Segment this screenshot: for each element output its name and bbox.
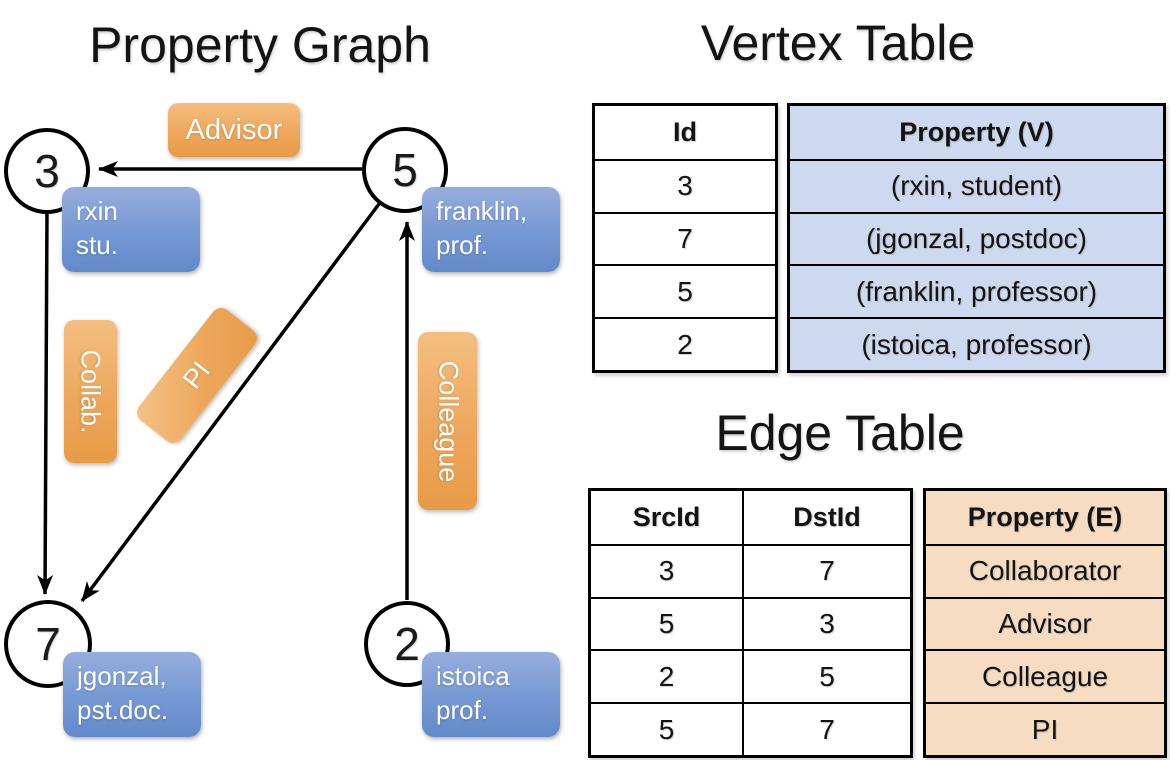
- edge-table-property-cell: Colleague: [926, 649, 1164, 702]
- edge-line-collab-3-to-7: [37, 211, 54, 595]
- edge-table-dst-cell: 7: [742, 702, 910, 755]
- vertex-property-line: prof.: [436, 695, 489, 725]
- vertex-circle-5: 5: [362, 127, 448, 213]
- vertex-table-property-column: Property (V) (rxin, student) (jgonzal, p…: [787, 103, 1166, 373]
- vertex-table-id-column: Id 3 7 5 2: [592, 103, 778, 373]
- vertex-property-line: prof.: [436, 230, 489, 260]
- vertex-table-property-cell: (jgonzal, postdoc): [790, 211, 1163, 265]
- edge-table-dst-cell: 7: [742, 543, 910, 597]
- edge-label-text: Colleague: [433, 360, 463, 482]
- property-graph-title: Property Graph: [89, 17, 431, 73]
- edge-label-text: Advisor: [185, 113, 283, 146]
- vertex-table-title: Vertex Table: [700, 15, 976, 71]
- vertex-property-box-jgonzal: jgonzal, pst.doc.: [63, 652, 201, 737]
- edge-label-text: PI: [176, 355, 217, 395]
- vertex-property-line: rxin: [76, 196, 118, 226]
- vertex-id-label: 5: [392, 144, 418, 196]
- vertex-table-property-cell: (istoica, professor): [790, 317, 1163, 370]
- vertex-table-id-cell: 5: [595, 264, 775, 317]
- vertex-id-label: 2: [394, 618, 420, 670]
- vertex-id-label: 7: [35, 618, 61, 670]
- edge-table-id-columns: SrcId DstId 3 7 5 3 2 5 5 7: [588, 488, 913, 758]
- vertex-table-property-header: Property (V): [899, 116, 1054, 147]
- edge-label-collab: Collab.: [64, 320, 117, 463]
- edge-table-dst-cell: 5: [742, 649, 910, 703]
- vertex-property-box-franklin: franklin, prof.: [422, 187, 560, 272]
- edge-table-src-cell: 3: [591, 543, 742, 597]
- vertex-property-box-istoica: istoica prof.: [422, 652, 560, 737]
- edge-label-pi: PI: [133, 304, 261, 447]
- vertex-property-line: istoica: [436, 661, 510, 691]
- edge-table-property-column: Property (E) Collaborator Advisor Collea…: [923, 488, 1167, 758]
- edge-table-src-cell: 5: [591, 596, 742, 650]
- edge-table-src-header: SrcId: [632, 501, 701, 532]
- vertex-property-box-rxin: rxin stu.: [62, 187, 200, 272]
- edge-label-text: Collab.: [76, 349, 107, 434]
- edge-table-dst-header: DstId: [742, 491, 910, 544]
- edge-table-dst-cell: 3: [742, 596, 910, 650]
- vertex-property-line: stu.: [76, 230, 118, 260]
- edge-table-src-cell: 5: [591, 702, 742, 755]
- vertex-table-id-header: Id: [673, 116, 697, 147]
- vertex-id-label: 3: [34, 145, 60, 197]
- edge-table-property-cell: Advisor: [926, 596, 1164, 650]
- edge-table-src-cell: 2: [591, 649, 742, 702]
- vertex-table-property-cell: (franklin, professor): [790, 264, 1163, 317]
- edge-label-advisor: Advisor: [168, 103, 300, 157]
- vertex-circle-3: 3: [4, 128, 90, 214]
- vertex-table-property-cell: (rxin, student): [790, 158, 1163, 212]
- vertex-property-line: pst.doc.: [77, 695, 169, 725]
- vertex-table-id-cell: 7: [595, 211, 775, 265]
- vertex-property-line: jgonzal,: [77, 661, 167, 691]
- edge-table-property-cell: PI: [926, 702, 1164, 755]
- vertex-table-id-cell: 3: [595, 158, 775, 212]
- edge-table-property-header: Property (E): [967, 501, 1123, 532]
- edge-label-colleague: Colleague: [418, 332, 477, 510]
- edge-table-title: Edge Table: [715, 405, 965, 461]
- edge-table-property-cell: Collaborator: [926, 543, 1164, 597]
- vertex-property-line: franklin,: [436, 196, 528, 226]
- vertex-table-id-cell: 2: [595, 317, 775, 370]
